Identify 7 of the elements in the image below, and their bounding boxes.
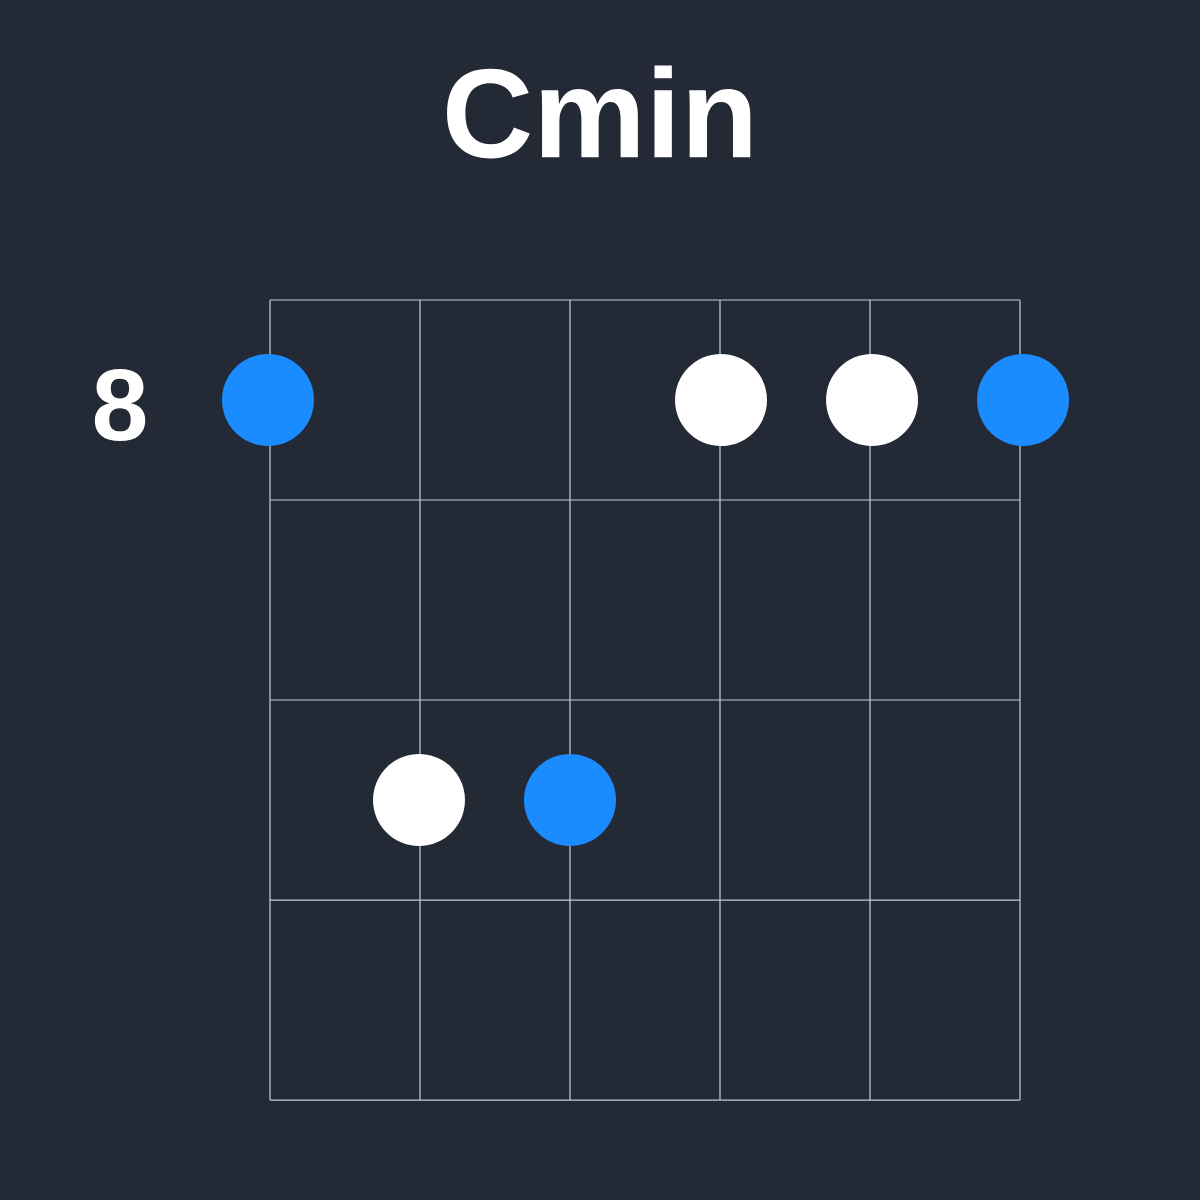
root-finger-dot	[524, 754, 616, 846]
finger-dot	[826, 354, 918, 446]
chord-title: Cmin	[447, 65, 751, 159]
finger-dot	[675, 354, 767, 446]
finger-dot	[373, 754, 465, 846]
root-finger-dot	[977, 354, 1069, 446]
root-finger-dot	[222, 354, 314, 446]
